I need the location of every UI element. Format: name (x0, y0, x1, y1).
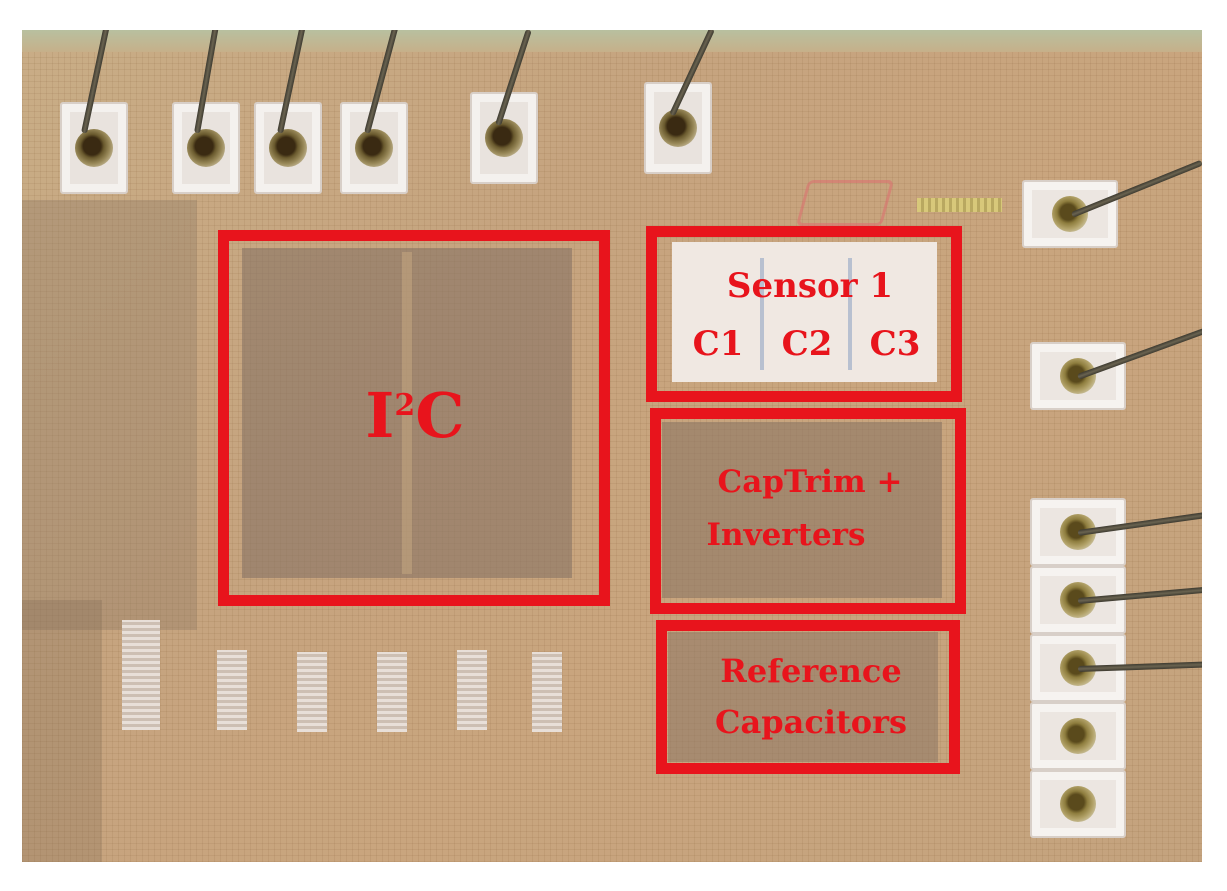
circuit-element (217, 650, 247, 730)
bond-ball (659, 109, 697, 147)
i2c-label-tail: C (415, 379, 465, 452)
top-edge-strip (22, 30, 1202, 52)
bond-ball (269, 129, 307, 167)
bond-pad (644, 82, 712, 174)
bond-ball (1060, 718, 1096, 754)
chip-die (22, 30, 1202, 862)
bond-pad (172, 102, 240, 194)
logo-stripe (917, 198, 1002, 212)
sensor-divider (760, 258, 764, 370)
captrim-highlight-box (650, 408, 966, 614)
circuit-element (377, 652, 407, 732)
bond-ball (485, 119, 523, 157)
circuit-element (532, 652, 562, 732)
bond-pad (1030, 770, 1126, 838)
bond-pad (1022, 180, 1118, 248)
bond-ball (355, 129, 393, 167)
reference-label-line2: Capacitors (715, 703, 907, 741)
circuit-element (122, 620, 160, 730)
i2c-label-superscript: 2 (394, 388, 416, 423)
captrim-label-line1: CapTrim + (717, 464, 903, 500)
sensor-divider (848, 258, 852, 370)
bond-ball (75, 129, 113, 167)
bond-ball (187, 129, 225, 167)
bond-pad (254, 102, 322, 194)
lower-metal-region (22, 600, 102, 862)
i2c-label-main: I (365, 379, 395, 452)
circuit-element (297, 652, 327, 732)
left-metal-region (22, 200, 197, 630)
bond-ball (1060, 786, 1096, 822)
manufacturer-logo (795, 180, 895, 226)
bond-pad (1030, 702, 1126, 770)
captrim-label-line2: Inverters (706, 517, 866, 553)
captrim-block (662, 422, 942, 598)
sensor-c3-label: C3 (869, 324, 921, 364)
sensor-title: Sensor 1 (726, 266, 894, 306)
sensor-highlight-box (646, 226, 962, 402)
bond-ball (1052, 196, 1088, 232)
sensor-c1-label: C1 (692, 324, 744, 364)
reference-highlight-box (656, 620, 960, 774)
i2c-label: I2C (330, 385, 500, 447)
sensor-c2-label: C2 (781, 324, 833, 364)
reference-label-line1: Reference (720, 652, 902, 690)
i2c-divider (402, 252, 412, 574)
i2c-highlight-box (218, 230, 610, 606)
sensor-block (672, 242, 937, 382)
circuit-element (457, 650, 487, 730)
bond-pad (60, 102, 128, 194)
reference-block (668, 632, 938, 762)
